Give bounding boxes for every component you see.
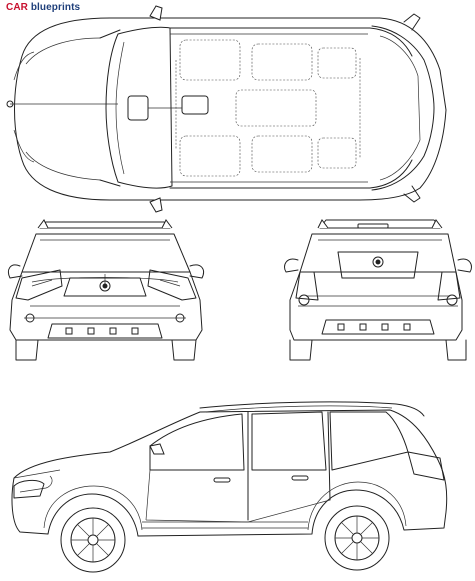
side-view-front-wheel xyxy=(60,507,126,573)
side-view-front-handle xyxy=(213,477,231,483)
side-view-rear-wheel xyxy=(324,505,390,571)
top-view-emblem xyxy=(6,100,14,108)
top-view-console xyxy=(127,95,149,121)
rear-view xyxy=(284,219,472,361)
brand-logo-car: CAR xyxy=(6,2,28,13)
side-view-rear-handle xyxy=(291,475,309,481)
top-view xyxy=(6,5,447,213)
front-view xyxy=(7,219,204,361)
front-view-emblem xyxy=(99,280,111,292)
side-view xyxy=(11,401,448,573)
top-view-seats xyxy=(175,39,361,177)
brand-logo-blueprints: blueprints xyxy=(27,2,81,13)
rear-view-emblem xyxy=(372,256,384,268)
brand-logo: CAR blueprints xyxy=(6,2,80,13)
